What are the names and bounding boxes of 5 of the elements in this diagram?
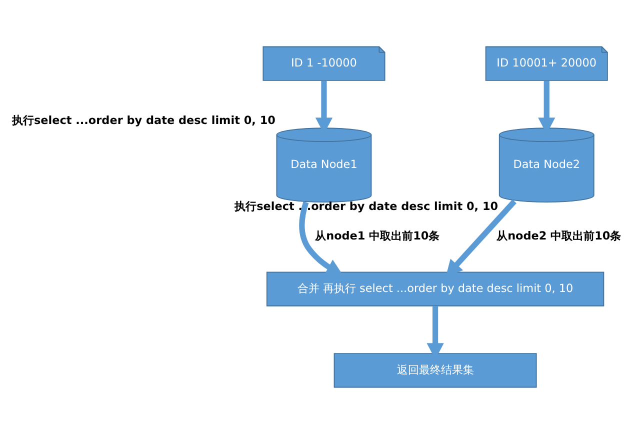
node-box: 合并 再执行 select ...order by date desc limit 0, 10 xyxy=(266,271,604,306)
edge-label: 从node1 中取出前10条 xyxy=(315,229,440,242)
node-label: 执行select ...order by date desc limit 0, 10 xyxy=(12,114,276,127)
edge-label: 从node2 中取出前10条 xyxy=(496,229,622,242)
node-box: 返回最终结果集 xyxy=(334,352,537,388)
